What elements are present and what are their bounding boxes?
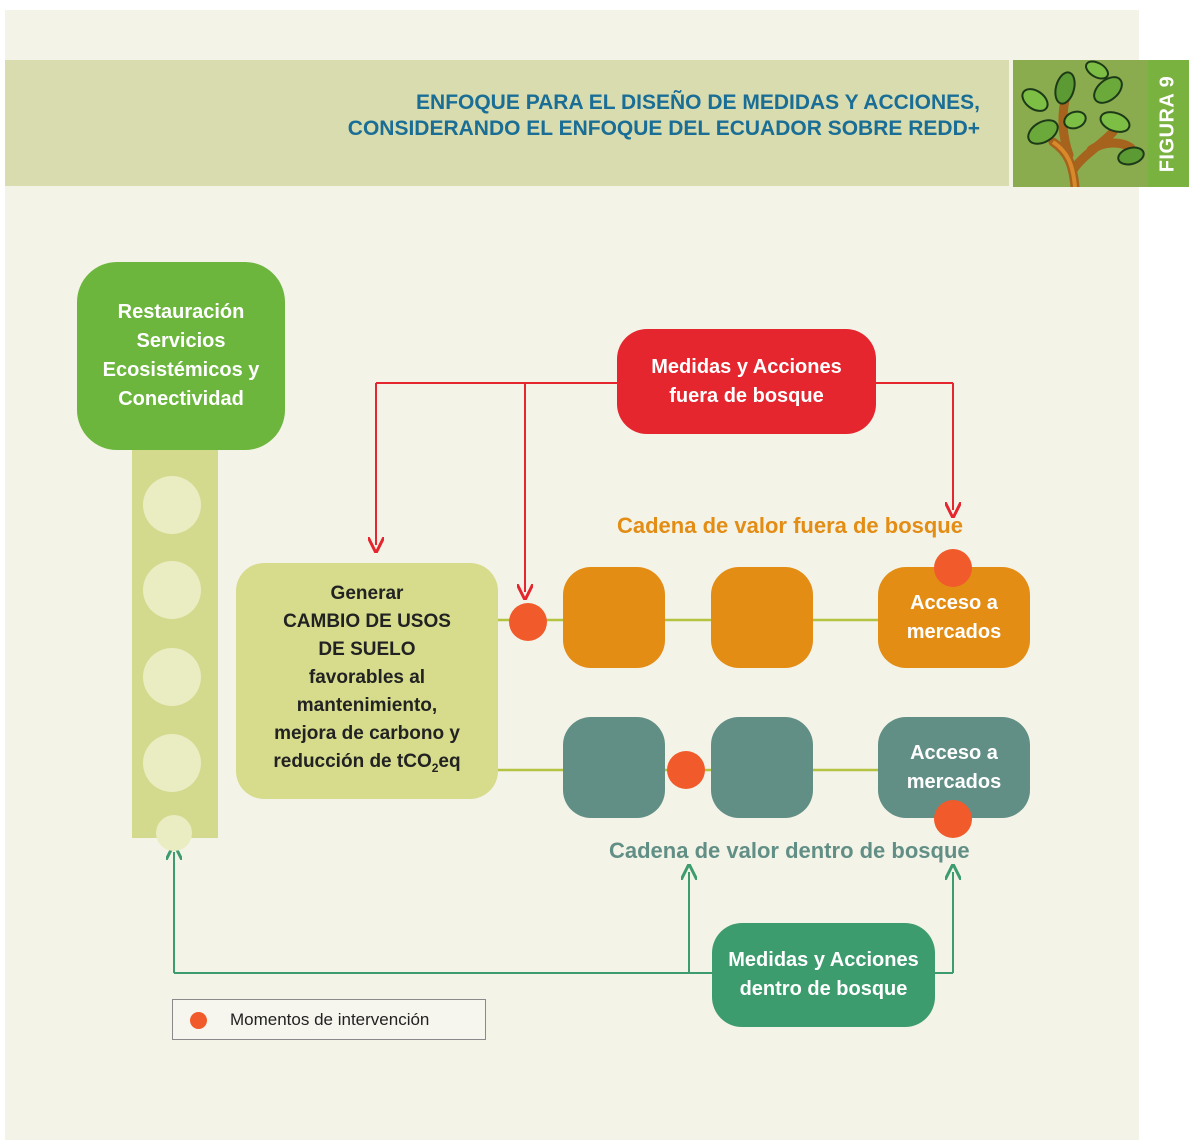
- column-circle: [143, 648, 201, 706]
- chain-fuera-step: [563, 567, 665, 668]
- chain-fuera-market-box: Acceso a mercados: [878, 567, 1030, 668]
- title-line-1: ENFOQUE PARA EL DISEÑO DE MEDIDAS Y ACCI…: [416, 91, 980, 114]
- generar-co2-suffix: eq: [438, 751, 461, 773]
- chain-lines: [498, 618, 880, 772]
- column-circle: [143, 476, 201, 534]
- restauracion-label: Restauración Servicios Ecosistémicos y C…: [102, 301, 260, 410]
- generar-co2-prefix: reducción de tCO: [273, 751, 432, 773]
- chain-fuera-step: [711, 567, 813, 668]
- fuera-bosque-label: Medidas y Acciones fuera de bosque: [651, 355, 842, 407]
- legend: Momentos de intervención: [172, 999, 486, 1040]
- generar-box: Generar CAMBIO DE USOS DE SUELO favorabl…: [236, 563, 498, 799]
- generar-line: mantenimiento,: [296, 695, 438, 717]
- red-connectors: [376, 382, 953, 592]
- generar-line: favorables al: [308, 667, 426, 689]
- chain-dentro-step: [711, 717, 813, 818]
- generar-text: Generar CAMBIO DE USOS DE SUELO favorabl…: [273, 580, 460, 782]
- generar-line: DE SUELO: [318, 639, 416, 661]
- column-circle: [156, 815, 192, 851]
- page-title: ENFOQUE PARA EL DISEÑO DE MEDIDAS Y ACCI…: [5, 90, 980, 142]
- figure-tab: [1148, 60, 1189, 187]
- intervention-dot: [934, 549, 972, 587]
- dentro-bosque-box: Medidas y Acciones dentro de bosque: [712, 923, 935, 1027]
- chain-fuera-label: Cadena de valor fuera de bosque: [617, 513, 963, 538]
- generar-line: reducción de tCO2eq: [273, 748, 460, 782]
- intervention-dot: [934, 800, 972, 838]
- fuera-bosque-box: Medidas y Acciones fuera de bosque: [617, 329, 876, 434]
- generar-co2-subscript: 2: [431, 760, 439, 775]
- column-circle: [143, 734, 201, 792]
- chain-dentro-step: [563, 717, 665, 818]
- green-connectors: [174, 852, 953, 974]
- chain-dentro-label: Cadena de valor dentro de bosque: [609, 838, 970, 863]
- restauracion-box: Restauración Servicios Ecosistémicos y C…: [77, 262, 285, 450]
- generar-line: mejora de carbono y: [274, 723, 460, 745]
- column-circle: [143, 561, 201, 619]
- chain-dentro-market-label: Acceso a mercados: [906, 741, 1002, 793]
- title-line-2: CONSIDERANDO EL ENFOQUE DEL ECUADOR SOBR…: [347, 117, 980, 140]
- chain-dentro-market-box: Acceso a mercados: [878, 717, 1030, 818]
- legend-dot-icon: [190, 1012, 207, 1029]
- dentro-bosque-label: Medidas y Acciones dentro de bosque: [728, 949, 919, 1000]
- restoration-column: [132, 440, 218, 851]
- chain-fuera-market-label: Acceso a mercados: [906, 591, 1002, 643]
- tree-icon: [1013, 60, 1148, 187]
- intervention-dot: [509, 603, 547, 641]
- intervention-dot: [667, 751, 705, 789]
- generar-line: CAMBIO DE USOS: [283, 611, 451, 633]
- header-band: [5, 60, 1009, 186]
- generar-line: Generar: [330, 583, 404, 605]
- legend-text: Momentos de intervención: [230, 1010, 430, 1029]
